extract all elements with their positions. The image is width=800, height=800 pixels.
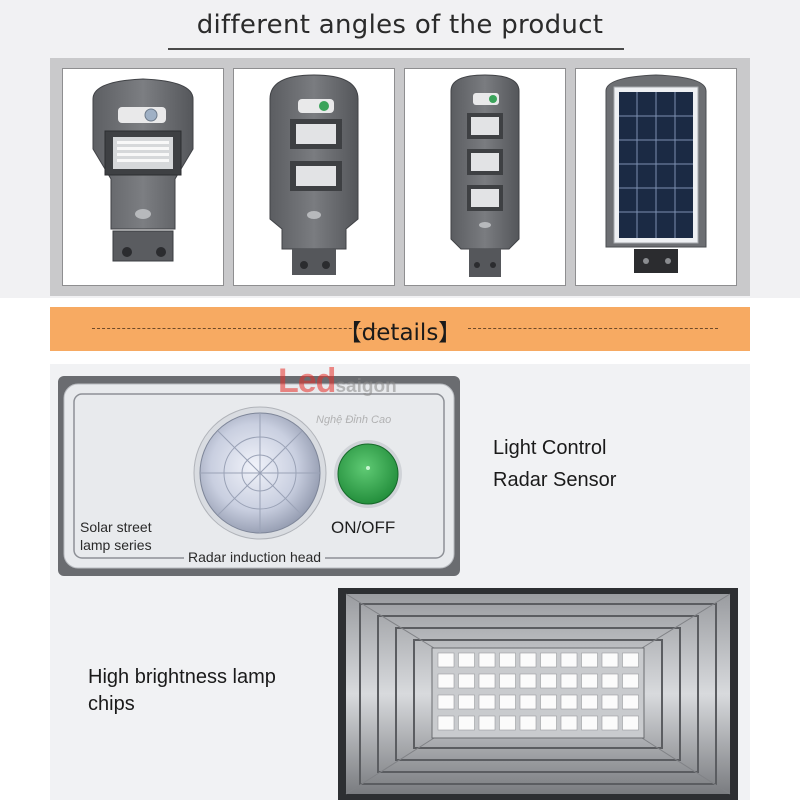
details-label: 【details】 [338,320,462,346]
led-chip [458,652,475,668]
chips-feature-line2: chips [88,693,135,715]
led-chip [601,673,619,689]
led-chip [581,715,598,731]
sensor-feature-line2: Radar Sensor [493,469,617,491]
solar-panel-back-image [605,74,707,273]
led-chip [478,715,496,731]
led-chip [437,694,455,710]
led-chip [478,673,496,689]
thumb-front-two-modules[interactable] [233,68,395,286]
details-dash-left [92,328,382,329]
led-chip [458,673,475,689]
led-chip [560,694,578,710]
led-chip [499,673,516,689]
led-chip [622,673,639,689]
led-chip [519,715,537,731]
sensor-plate-text: Solar street lamp series [80,518,152,554]
radar-head-label: Radar induction head [184,549,326,565]
on-off-button[interactable] [338,444,400,506]
led-chip [458,715,475,731]
thumb-back-solar-panel[interactable] [575,68,737,286]
led-chip [519,652,537,668]
led-chip [622,652,639,668]
title-underline [168,48,624,50]
led-chip [622,715,639,731]
led-chip [601,715,619,731]
brand-watermark: Ledsaigon [278,362,397,401]
led-chip [499,652,516,668]
on-off-button-label: ON/OFF [331,518,396,537]
watermark-brand-main: Led [278,362,336,400]
led-chip [622,694,639,710]
led-chip [540,715,557,731]
led-chip [499,694,516,710]
led-chip [499,715,516,731]
led-chip [437,715,455,731]
led-chip [601,652,619,668]
sensor-closeup-image [58,376,460,576]
led-chip [540,694,557,710]
led-chip [560,673,578,689]
chips-feature-line1: High brightness lamp [88,666,276,688]
led-chip [581,652,598,668]
watermark-slogan: Nghệ Đỉnh Cao [316,414,392,426]
lamp-front-one-module-image [92,78,194,262]
led-chip [540,673,557,689]
led-chip [581,694,598,710]
led-chip [519,694,537,710]
led-chips-closeup-image [338,588,738,800]
thumb-front-one-module[interactable] [62,68,224,286]
plate-text-line2: lamp series [80,537,152,553]
watermark-brand-sub: saigon [335,376,397,397]
led-chip [458,694,475,710]
led-chip [478,652,496,668]
led-chip [560,715,578,731]
led-chip [478,694,496,710]
led-chip [519,673,537,689]
led-chip [540,652,557,668]
plate-text-line1: Solar street [80,519,152,535]
lamp-front-three-modules-image [450,74,520,277]
sensor-feature-text: Light Control Radar Sensor [493,432,616,496]
led-chip [581,673,598,689]
led-chip [437,673,455,689]
led-chip [437,652,455,668]
details-dash-right [468,328,718,329]
sensor-feature-line1: Light Control [493,437,607,459]
angles-title: different angles of the product [196,10,604,40]
thumb-front-three-modules[interactable] [404,68,566,286]
lamp-front-two-modules-image [269,74,359,275]
details-bar: 【details】 [50,307,750,351]
led-chip [560,652,578,668]
led-chip [601,694,619,710]
chips-feature-text: High brightness lamp chips [88,664,276,718]
